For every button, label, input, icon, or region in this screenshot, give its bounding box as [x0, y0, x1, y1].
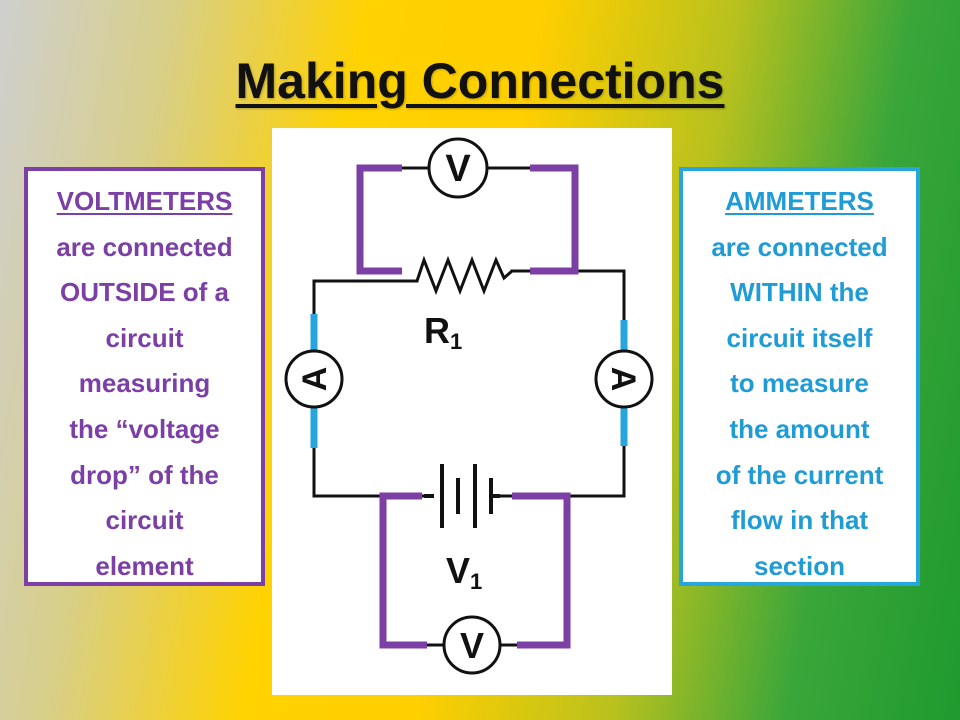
voltmeter-box-line: the “voltage [69, 413, 220, 444]
voltmeter-box-line: VOLTMETERS [56, 186, 233, 216]
bottom-voltmeter-icon [442, 615, 502, 675]
voltmeter-box-line: drop” of the [70, 459, 219, 490]
top-voltmeter-letter: V [445, 148, 471, 190]
voltmeter-info-box: VOLTMETERS are connected OUTSIDE of a ci… [24, 167, 265, 586]
ammeter-box-line: to measure [730, 368, 869, 399]
left-ammeter: A [284, 314, 344, 448]
ammeter-box-line: WITHIN the [730, 277, 869, 308]
voltmeter-box-line: circuit [105, 322, 184, 353]
battery-label-subscript: 1 [470, 569, 482, 594]
ammeter-box-line: circuit itself [726, 322, 873, 353]
ammeter-box-line: AMMETERS [725, 186, 874, 216]
ammeter-box-line: the amount [729, 413, 870, 444]
voltmeter-box-line: OUTSIDE of a [59, 277, 229, 308]
top-voltmeter-right-lead [530, 164, 579, 275]
resistor-label-letter: R [424, 310, 450, 351]
right-ammeter-letter: A [604, 367, 642, 392]
resistor-symbol [415, 255, 513, 296]
bottom-voltmeter-circuit: V [379, 492, 571, 675]
right-ammeter: A [594, 320, 654, 446]
resistor-label: R1 [424, 310, 462, 354]
page-title: Making Connections [235, 53, 725, 109]
top-voltmeter-circuit: V [356, 137, 579, 275]
ammeter-box-line: of the current [715, 459, 884, 490]
voltmeter-box-line: measuring [78, 368, 211, 399]
voltmeter-box-line: circuit [105, 505, 184, 536]
resistor-label-subscript: 1 [450, 329, 462, 354]
ammeter-box-line: are connected [711, 231, 888, 262]
bottom-voltmeter-letter: V [460, 625, 484, 666]
battery-label: V1 [446, 550, 482, 594]
voltmeter-box-line: element [95, 550, 194, 581]
ammeter-box-line: flow in that [730, 505, 869, 536]
ammeter-info-box: AMMETERS are connected WITHIN the circui… [679, 167, 920, 586]
circuit-diagram: V V A A R1 V1 [272, 128, 672, 695]
battery-label-letter: V [446, 550, 470, 591]
voltmeter-box-line: are connected [56, 231, 233, 262]
left-ammeter-letter: A [296, 367, 334, 392]
ammeter-box-line: section [753, 550, 846, 581]
circuit-svg: V V A A R1 V1 [284, 137, 654, 675]
left-ammeter-icon [284, 349, 344, 409]
battery-symbol [424, 464, 500, 528]
top-voltmeter-left-lead [356, 164, 402, 275]
top-voltmeter-icon [427, 137, 489, 199]
right-ammeter-icon [594, 349, 654, 409]
bottom-voltmeter-left-lead [379, 492, 427, 649]
circuit-wires [312, 269, 626, 498]
bottom-voltmeter-right-lead [512, 492, 571, 649]
